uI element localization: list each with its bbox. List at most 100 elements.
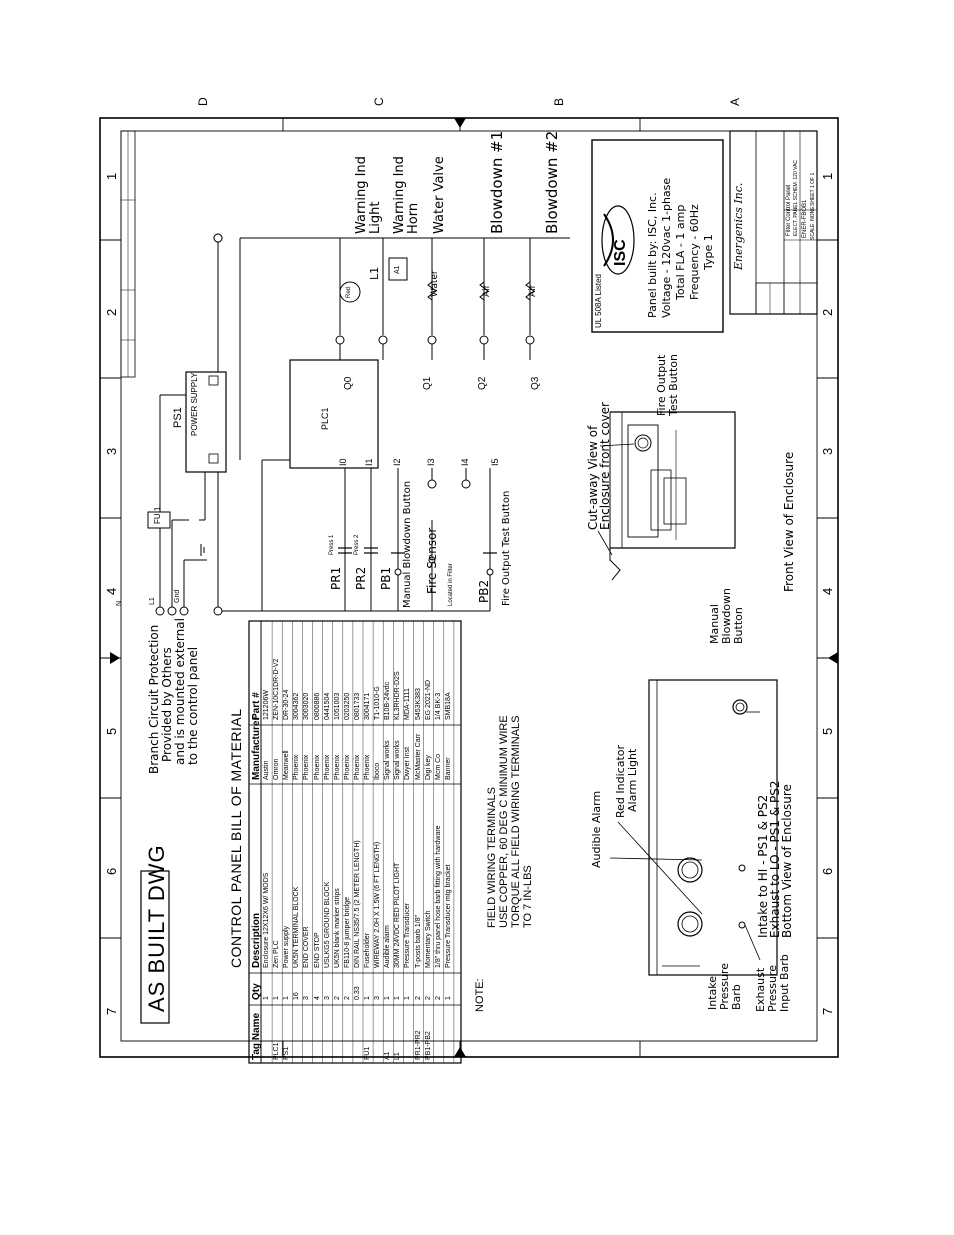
bom-cell: Pressure Transducer (404, 903, 412, 968)
zone-letter-b: B (552, 97, 566, 106)
isc-logo-text: ISC (612, 239, 629, 266)
notes-line-3: TORQUE ALL FIELD WIRING TERMINALS (510, 715, 522, 928)
ps1-label: POWER SUPPLY (190, 372, 199, 436)
voltage-line: Voltage - 120vac 1-phase (660, 177, 673, 318)
bom-cell: Fuseholder (364, 932, 371, 968)
power-supply-ps1 (185, 371, 227, 473)
input-note-manual-blowdown: Manual Blowdown Button (402, 480, 413, 608)
bom-cell: 1 (364, 996, 371, 1000)
bom-header-manufacturer: Manufacturer (251, 716, 262, 780)
fuse-fu1 (147, 511, 171, 529)
bom-cell: EG 2021-ND (424, 679, 432, 720)
bom-row-lines (271, 621, 455, 1063)
center-arrow-left (110, 652, 120, 664)
bom-cell: 0203250 (343, 692, 351, 720)
input-device-pb2: PB2 (477, 579, 491, 603)
bom-cell: END STOP (313, 932, 321, 968)
bom-cell: 1 (394, 996, 402, 1000)
bom-cell: SMB18A (444, 692, 452, 720)
bom-cell: T1-1010-G (374, 686, 382, 720)
fla-line: Total FLA - 1 amp (674, 204, 687, 300)
zone-letter-c: C (372, 97, 386, 106)
warning-light-l1 (339, 281, 361, 303)
bom-cell: 0800886 (313, 692, 321, 720)
bom-cell: 2 (343, 996, 351, 1000)
bom-cell: Mcm Co (434, 753, 442, 780)
zone-number-6-left: 6 (104, 867, 119, 875)
bom-cell: L1 (394, 1052, 402, 1060)
panel-label-box (591, 139, 724, 333)
ul-listing: UL 508A Listed (594, 274, 603, 328)
drawing-number: ENER-FBOB1 (802, 199, 808, 238)
bom-cell: FU1 (364, 1046, 371, 1060)
builder-line: Panel built by: ISC, Inc. (646, 192, 659, 318)
zone-number-3-left: 3 (104, 447, 119, 455)
bom-cell: Digi key (424, 755, 432, 780)
sheet-inner-border (120, 130, 818, 1042)
bom-cell: Momentary Switch (424, 910, 432, 968)
center-arrow-right (828, 652, 838, 664)
bom-cell: WIREWAY 2.0H X 1.5W (6 FT LENGTH) (374, 841, 382, 968)
bom-cell: KL3RHDR-D2S (394, 671, 402, 720)
center-arrow-bottom (454, 1047, 466, 1057)
bom-cell: Phoenix (313, 754, 321, 780)
bom-cell: Meanwell (283, 750, 291, 780)
output-label-blowdown-1: Blowdown #1 (488, 130, 506, 234)
input-device-pb1: PB1 (379, 566, 393, 590)
fire-sensor-location-note: Located in Filter (448, 563, 454, 606)
plus-rail-terminal (213, 233, 223, 243)
zone-number-7-left: 7 (104, 1007, 119, 1015)
red-indicator-label-2: Alarm Light (626, 748, 639, 812)
bom-cell: 1 (263, 996, 270, 1000)
input-device-pr1: PR1 (329, 566, 343, 590)
bom-cell: 3004171 (364, 692, 371, 720)
bom-cell: USLKG5 GROUND BLOCK (323, 881, 331, 968)
terminal-label-gnd: Gnd (174, 589, 181, 603)
output-label-warning-light: Warning Ind Light (354, 156, 383, 234)
bom-cell: Pressure Transducer mtg bracket (444, 864, 452, 969)
bom-cell: 1 (384, 996, 392, 1000)
audible-alarm-icon (677, 857, 703, 883)
plc-tag: PLC1 (320, 407, 330, 430)
zone-number-1-right: 1 (820, 172, 835, 180)
input-contacts (338, 547, 497, 554)
bom-cell: 1/8" thru panel hose barb fitting with h… (434, 825, 442, 968)
notes-line-4: TO 7 IN-LBS (522, 865, 534, 928)
drawing-subtitle: ELECT. PANEL SCHEM. 120 VAC (793, 159, 799, 236)
plc-output-q3: Q3 (530, 376, 541, 390)
bom-cell: DIN RAIL NS35/7.5 (2 METER LENGTH) (353, 840, 361, 968)
input-terminals (394, 479, 494, 576)
zone-letter-a: A (728, 97, 742, 106)
bom-cell: 1051003 (333, 692, 341, 720)
zone-number-7-right: 7 (820, 1007, 835, 1015)
bom-title: CONTROL PANEL BILL OF MATERIAL (228, 708, 244, 968)
bom-cell: Audible alarm (384, 925, 392, 968)
bom-cell: McMaster Carr (414, 733, 422, 780)
bom-cell: ZEN-10C1DR-D-V2 (273, 658, 281, 720)
sheet-outer-border (99, 117, 839, 1058)
bom-cell: 4 (313, 996, 321, 1000)
zone-number-2-right: 2 (820, 308, 835, 316)
bom-cell: 5453K383 (414, 688, 422, 720)
plc-zen-box (289, 359, 379, 469)
bom-cell: UK5N blank marker strips (333, 888, 341, 968)
plc-input-i2: I2 (392, 458, 402, 466)
terminal-label-l1: L1 (149, 597, 156, 605)
bom-cell: 3 (303, 996, 311, 1000)
bom-cell: Phoenix (353, 754, 361, 780)
bom-cell: Omron (273, 758, 281, 780)
sheet-number: SHEET 1 OF 1 (810, 172, 816, 206)
bom-cell: 0801733 (353, 692, 361, 720)
bom-cell: DR-30-24 (283, 689, 291, 720)
bom-cell: B10B-24vdc (384, 681, 392, 720)
bom-cell: Dwyer Inst (404, 746, 412, 780)
branch-note-line-2: Provided by Others (160, 647, 174, 762)
bom-cell: FB110-8 jumper bridge (343, 896, 351, 968)
horn-tag-a1: A1 (394, 265, 401, 274)
bom-cell: 2 (434, 996, 442, 1000)
plc-output-q1: Q1 (422, 376, 433, 390)
bom-cell: Zen PLC (273, 940, 281, 968)
zone-number-5-right: 5 (820, 727, 835, 735)
bom-cell: 1 (273, 996, 281, 1000)
zone-ticks (100, 118, 838, 1057)
